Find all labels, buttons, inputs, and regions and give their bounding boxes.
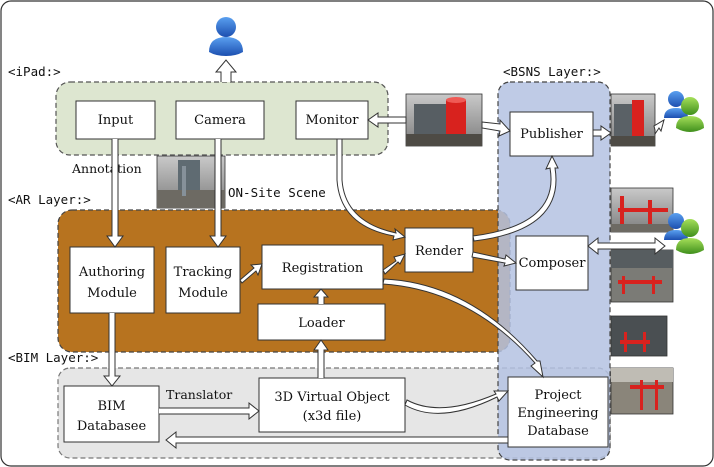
camera-label: Camera (194, 113, 246, 128)
projectdb-bimdb-arrow (165, 430, 509, 450)
monitor-render-arrow (336, 138, 407, 241)
render-composer-arrow (471, 251, 518, 267)
tracking-registration-arrow (239, 263, 263, 284)
publisher-photo (610, 93, 656, 147)
monitor-box: Monitor (295, 100, 369, 140)
camera-box: Camera (175, 100, 265, 140)
virtual-obj-line1: 3D Virtual Object (274, 390, 390, 405)
user-icon (209, 17, 243, 56)
composer-label: Composer (519, 256, 587, 271)
render-label: Render (415, 244, 464, 259)
loader-registration-arrow (312, 288, 330, 304)
virtual-loader-arrow (313, 339, 329, 378)
construction-photo-2 (610, 249, 674, 303)
loader-box: Loader (257, 303, 386, 341)
registration-box: Registration (261, 244, 384, 290)
registration-render-arrow (382, 253, 406, 275)
publisher-users-arrow (592, 118, 665, 141)
authoring-line2: Module (87, 286, 137, 301)
onsite-scene-photo (156, 155, 226, 209)
render-publisher-arrow (472, 154, 559, 242)
project-db-line1: Project (534, 388, 582, 403)
project-engineering-database-box: Project Engineering Database (507, 376, 609, 448)
authoring-module-box: Authoring Module (69, 246, 155, 314)
tracking-module-box: Tracking Module (165, 246, 241, 314)
construction-photo-1 (610, 187, 674, 233)
tracking-line2: Module (178, 286, 228, 301)
construction-photo-3 (610, 315, 668, 357)
onsite-scene-label: ON-Site Scene (228, 185, 326, 200)
authoring-bimdb-arrow (102, 313, 122, 387)
monitor-publisher-arrow (367, 112, 511, 137)
project-db-line3: Database (527, 424, 589, 439)
authoring-line1: Authoring (78, 265, 145, 280)
3d-virtual-object-box: 3D Virtual Object (x3d file) (258, 377, 406, 433)
loader-label: Loader (298, 316, 345, 331)
tracking-line1: Tracking (174, 265, 233, 280)
bim-db-line2: Databasee (77, 419, 147, 434)
translator-arrow (159, 401, 260, 421)
publisher-box: Publisher (509, 111, 594, 157)
render-box: Render (404, 227, 474, 273)
project-db-line2: Engineering (517, 406, 598, 421)
translator-label: Translator (166, 387, 232, 402)
composer-box: Composer (515, 235, 589, 291)
input-label: Input (98, 113, 134, 128)
construction-photo-4 (610, 367, 674, 415)
virtual-obj-line2: (x3d file) (303, 409, 362, 424)
ar-layer-label: <AR Layer:> (8, 192, 91, 207)
ipad-layer-label: <iPad:> (8, 64, 61, 79)
monitor-label: Monitor (306, 113, 360, 128)
composer-users-arrow (587, 236, 666, 256)
registration-label: Registration (282, 261, 364, 276)
annotation-label: Annotation (71, 161, 142, 176)
publisher-label: Publisher (520, 127, 583, 142)
user-ipad-arrow (214, 59, 238, 82)
input-box: Input (75, 100, 156, 140)
camera-tracking-arrow (209, 139, 227, 248)
users-group-icon-mid (664, 213, 704, 254)
virtual-projectdb-arrow (404, 390, 510, 414)
bim-db-line1: BIM (98, 399, 126, 414)
bim-layer-label: <BIM Layer:> (8, 350, 98, 365)
monitor-photo (405, 93, 483, 147)
registration-projectdb-arrow (382, 278, 544, 379)
input-authoring-arrow (106, 139, 124, 248)
bim-database-box: BIM Databasee (63, 385, 160, 443)
users-group-icon-top (664, 91, 704, 132)
bsns-layer-label: <BSNS Layer:> (503, 64, 601, 79)
